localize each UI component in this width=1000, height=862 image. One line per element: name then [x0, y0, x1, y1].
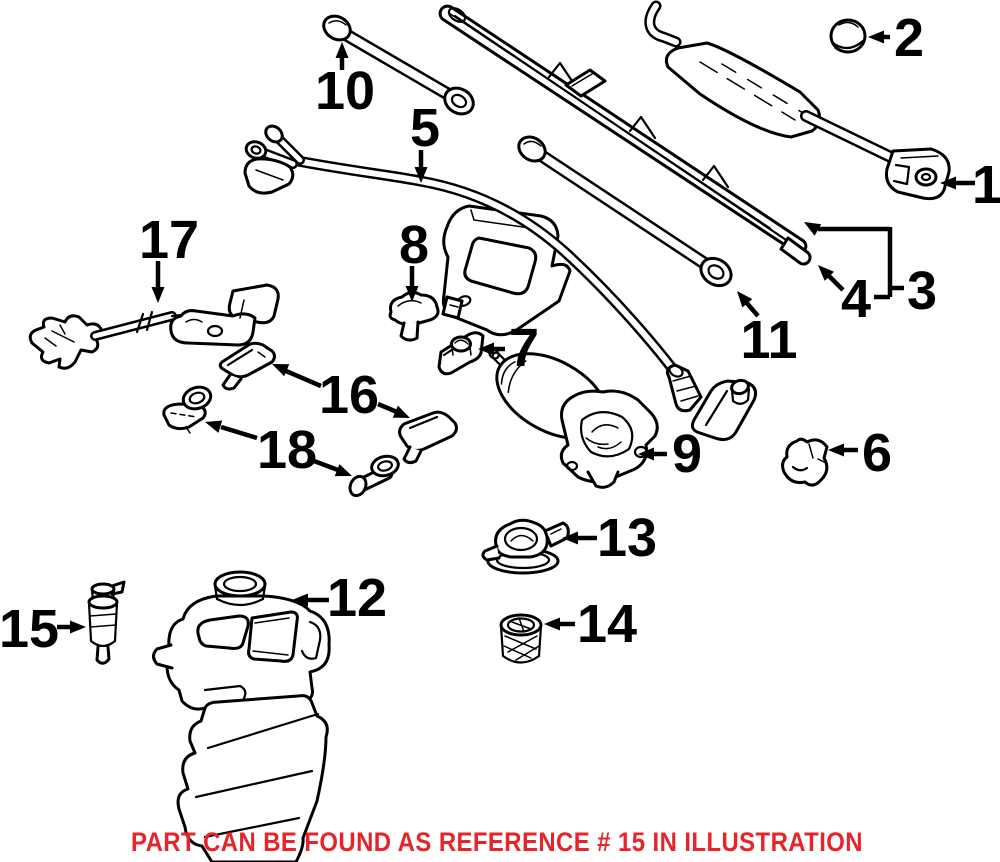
- linkage-frame-drawing: [243, 124, 757, 441]
- part-ref-17: 17: [139, 210, 199, 303]
- svg-text:17: 17: [139, 210, 199, 270]
- wiper-blade-drawing: [438, 4, 812, 266]
- svg-text:4: 4: [841, 269, 871, 329]
- arrow-head: [828, 443, 844, 457]
- reservoir-drawing: [152, 570, 331, 862]
- svg-text:7: 7: [509, 318, 539, 378]
- arrow-head: [70, 620, 86, 634]
- linkage-rod-10-drawing: [322, 14, 475, 116]
- svg-text:18: 18: [257, 420, 317, 480]
- svg-text:15: 15: [0, 599, 59, 659]
- part-ref-16: 16: [272, 364, 410, 425]
- arrow-head: [405, 286, 419, 302]
- arrow-head: [940, 176, 956, 190]
- filter-14-drawing: [499, 613, 543, 664]
- part-ref-8: 8: [399, 215, 429, 302]
- part-ref-1: 1: [940, 155, 1000, 215]
- arrow-head: [638, 447, 654, 461]
- part-ref-13: 13: [562, 508, 657, 568]
- arrow-head: [205, 420, 223, 433]
- part-ref-9: 9: [638, 424, 702, 484]
- part-ref-2: 2: [868, 8, 924, 68]
- svg-text:16: 16: [319, 365, 379, 425]
- pivot-cap-drawing: [829, 18, 867, 54]
- grommet-8-drawing: [388, 290, 440, 342]
- arrow-head: [392, 405, 410, 418]
- bracket-6-drawing: [781, 437, 829, 487]
- nozzle-a-drawing: [218, 341, 276, 391]
- part-ref-6: 6: [828, 423, 892, 483]
- arrow-head: [544, 617, 560, 631]
- illustration-linework: [28, 0, 951, 862]
- part-ref-7: 7: [478, 318, 539, 378]
- arrow-head: [414, 167, 428, 183]
- part-ref-12: 12: [292, 568, 387, 628]
- hose-joint-elbow-drawing: [348, 454, 400, 498]
- part-ref-14: 14: [544, 594, 637, 654]
- svg-text:6: 6: [862, 423, 892, 483]
- svg-text:1: 1: [972, 155, 1000, 215]
- part-ref-18: 18: [205, 420, 352, 480]
- svg-text:2: 2: [894, 8, 924, 68]
- svg-text:9: 9: [672, 424, 702, 484]
- svg-text:12: 12: [327, 568, 387, 628]
- harness-drawing: [28, 283, 280, 370]
- wiper-motor-drawing: [488, 348, 659, 489]
- arrow-head: [272, 364, 290, 377]
- pad-7-drawing: [437, 331, 485, 376]
- part-ref-5: 5: [410, 98, 440, 183]
- wiper-arm-drawing: [644, 0, 951, 201]
- hose-joint-left-drawing: [162, 385, 213, 434]
- arrow-head: [562, 531, 578, 545]
- nozzle-b-drawing: [398, 410, 458, 465]
- svg-text:5: 5: [410, 98, 440, 158]
- part-ref-4: 4: [818, 265, 871, 329]
- linkage-rod-11-drawing: [517, 135, 733, 288]
- part-ref-10: 10: [315, 42, 375, 121]
- part-ref-3: 3: [804, 222, 937, 321]
- part-ref-15: 15: [0, 599, 86, 659]
- caption-text: PART CAN BE FOUND AS REFERENCE # 15 IN I…: [131, 827, 863, 857]
- reference-labels: 1 2 3 4 5 6: [0, 8, 1000, 659]
- seal-13-drawing: [481, 518, 570, 575]
- svg-text:8: 8: [399, 215, 429, 275]
- arrow-head: [804, 222, 822, 236]
- svg-text:3: 3: [907, 261, 937, 321]
- arrow-head: [478, 342, 494, 356]
- arrow-head: [151, 287, 165, 303]
- arrow-head: [334, 464, 352, 477]
- part-ref-11: 11: [737, 291, 798, 370]
- arrow-head: [818, 265, 834, 281]
- arrow-head: [335, 42, 349, 58]
- arrow-head: [737, 291, 753, 308]
- svg-text:10: 10: [315, 61, 375, 121]
- svg-text:11: 11: [740, 310, 797, 370]
- svg-text:14: 14: [577, 594, 637, 654]
- arrow-head: [292, 593, 308, 607]
- svg-text:13: 13: [597, 508, 657, 568]
- arrow-head: [868, 30, 884, 44]
- washer-pump-drawing: [87, 580, 126, 665]
